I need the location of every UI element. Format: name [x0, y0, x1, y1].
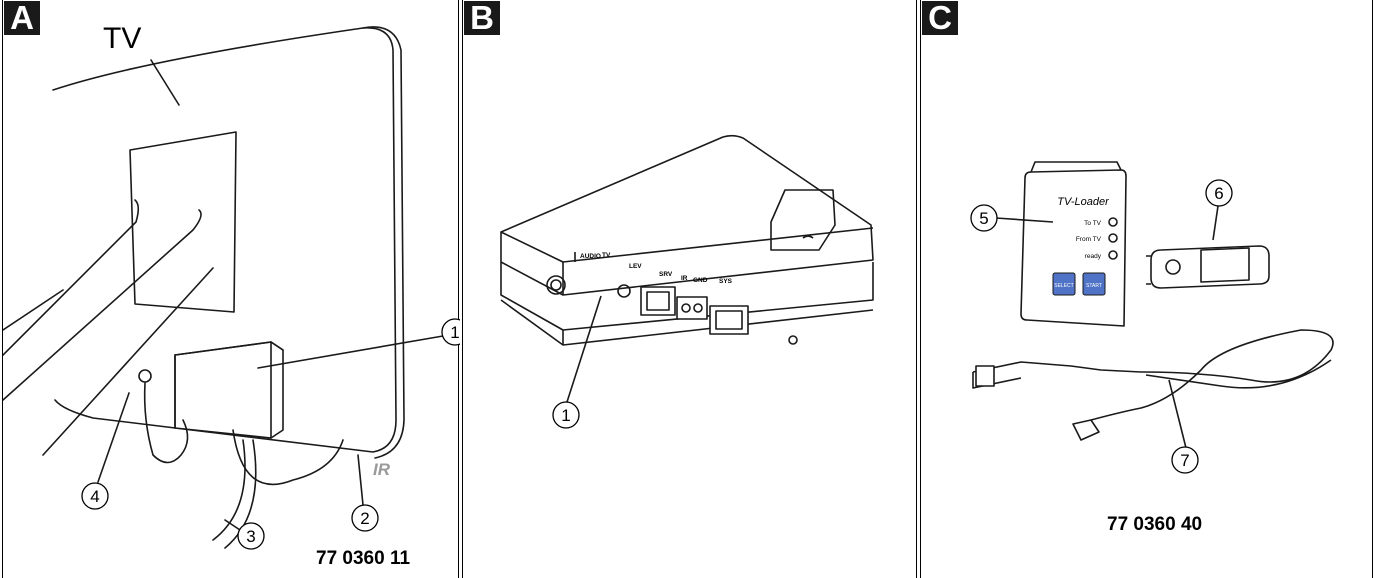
start-label: START [1086, 283, 1102, 289]
svg-text:3: 3 [246, 527, 255, 546]
wall-arm [3, 199, 214, 456]
control-box-illustration: AUDIO TV LEV SRV IR GND SYS 1 [500, 134, 874, 429]
callout-4: 4 [81, 482, 109, 510]
svg-text:7: 7 [1180, 451, 1189, 470]
jack-cable [143, 382, 189, 464]
callout-7: 7 [1171, 446, 1199, 474]
audio-jack [138, 369, 152, 383]
label-ir: IR [681, 275, 688, 282]
label-lev: LEV [629, 263, 642, 270]
part-number-c: 77 0360 40 [1107, 514, 1203, 535]
panel-c: C TV-Loader To TV [920, 0, 1373, 578]
ir-gnd-port [676, 296, 708, 320]
label-srv: SRV [659, 271, 673, 278]
usb-cable [972, 329, 1334, 421]
label-tv: TV [602, 252, 611, 259]
tv-installation-illustration: TV IR 1 2 3 4 [3, 22, 460, 550]
part-number-a: 77 0360 11 [316, 548, 411, 569]
led-ready: ready [1085, 253, 1102, 260]
usb-stick [1150, 245, 1270, 289]
panel-b: B [462, 0, 917, 578]
callout-6: 6 [1205, 179, 1233, 207]
led-from-tv: From TV [1076, 236, 1102, 243]
lev-knob [617, 284, 631, 298]
box-window [770, 189, 836, 251]
panel-a-letter: A [4, 1, 40, 35]
ir-box [174, 341, 284, 439]
svg-text:2: 2 [360, 509, 369, 528]
callout-3: 3 [237, 522, 265, 550]
callout-1b: 1 [552, 401, 580, 429]
mounting-plate [129, 131, 237, 313]
callout-1: 1 [441, 318, 460, 346]
programming-kit-illustration: TV-Loader To TV From TV ready SELECT STA… [970, 161, 1334, 474]
label-gnd: GND [693, 277, 708, 284]
svg-text:6: 6 [1214, 184, 1223, 203]
tv-label: TV [103, 22, 141, 55]
led-screw [788, 335, 798, 345]
label-sys: SYS [719, 278, 733, 285]
panel-c-letter: C [922, 1, 958, 35]
label-audio: AUDIO [580, 253, 601, 260]
ir-cable [232, 429, 344, 486]
svg-text:5: 5 [979, 209, 988, 228]
svg-text:4: 4 [90, 487, 99, 506]
callout-2: 2 [351, 504, 379, 532]
svg-text:1: 1 [450, 323, 459, 342]
led-to-tv: To TV [1084, 220, 1102, 227]
callout-5: 5 [970, 204, 998, 232]
panel-b-letter: B [464, 1, 500, 35]
tv-loader-body [1020, 169, 1127, 327]
box-top [500, 134, 874, 296]
power-cable [212, 439, 257, 549]
ir-label: IR [373, 460, 391, 479]
start-button-graphic [1082, 272, 1106, 296]
usb-plug [975, 365, 995, 387]
select-label: SELECT [1054, 283, 1073, 289]
tv-loader-title: TV-Loader [1057, 196, 1110, 208]
select-button-graphic [1052, 272, 1076, 296]
panel-a: A TV [2, 0, 460, 578]
svg-text:1: 1 [561, 406, 570, 425]
